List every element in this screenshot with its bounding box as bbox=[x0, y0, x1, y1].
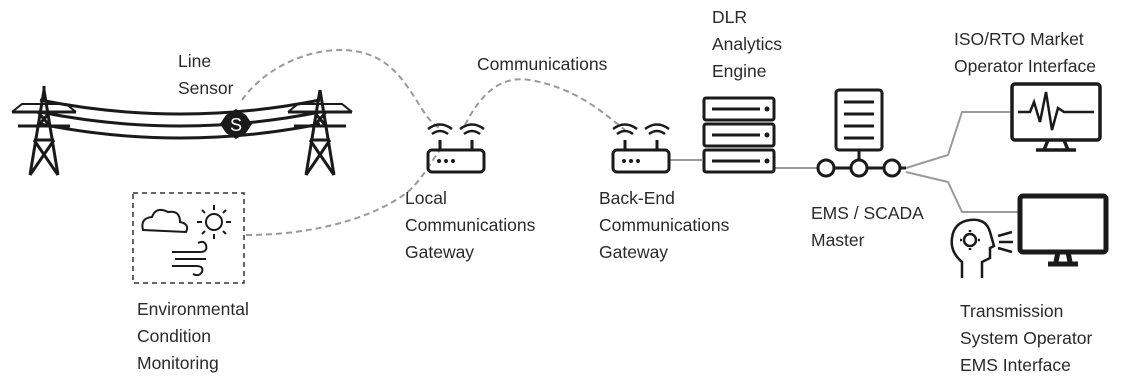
transmission-wires bbox=[39, 98, 321, 140]
ems-to-iso-link bbox=[905, 111, 1012, 169]
transmission-tower-right-icon bbox=[287, 89, 353, 176]
operator-head-icon bbox=[950, 218, 1013, 278]
iso-rto-monitor-icon bbox=[1010, 82, 1102, 152]
ems-scada-master-icon bbox=[816, 88, 906, 178]
cloud-icon bbox=[141, 208, 189, 234]
wire-top bbox=[39, 98, 321, 116]
transmission-tower-left-icon bbox=[11, 86, 77, 176]
ems-to-tso-link bbox=[905, 171, 1020, 213]
environmental-monitoring-box bbox=[132, 192, 245, 284]
local-to-backend-gateway-link bbox=[464, 78, 626, 131]
sensor-to-local-gateway-link bbox=[241, 49, 441, 129]
sensor-badge-label: S bbox=[230, 115, 242, 135]
wire-mid bbox=[39, 110, 321, 128]
tso-monitor-icon bbox=[1017, 193, 1109, 267]
sun-icon bbox=[197, 205, 231, 239]
wire-low bbox=[39, 122, 321, 140]
local-gateway-router-icon bbox=[426, 123, 486, 174]
line-sensor-icon: S bbox=[220, 109, 252, 139]
environment-to-local-gateway-link bbox=[245, 149, 441, 236]
communications-label: Communications bbox=[477, 54, 608, 74]
wind-icon bbox=[172, 240, 208, 277]
wireless-links bbox=[241, 49, 626, 236]
wired-links bbox=[668, 111, 1020, 213]
dlr-server-stack-icon bbox=[702, 96, 776, 174]
backend-gateway-router-icon bbox=[611, 123, 671, 174]
